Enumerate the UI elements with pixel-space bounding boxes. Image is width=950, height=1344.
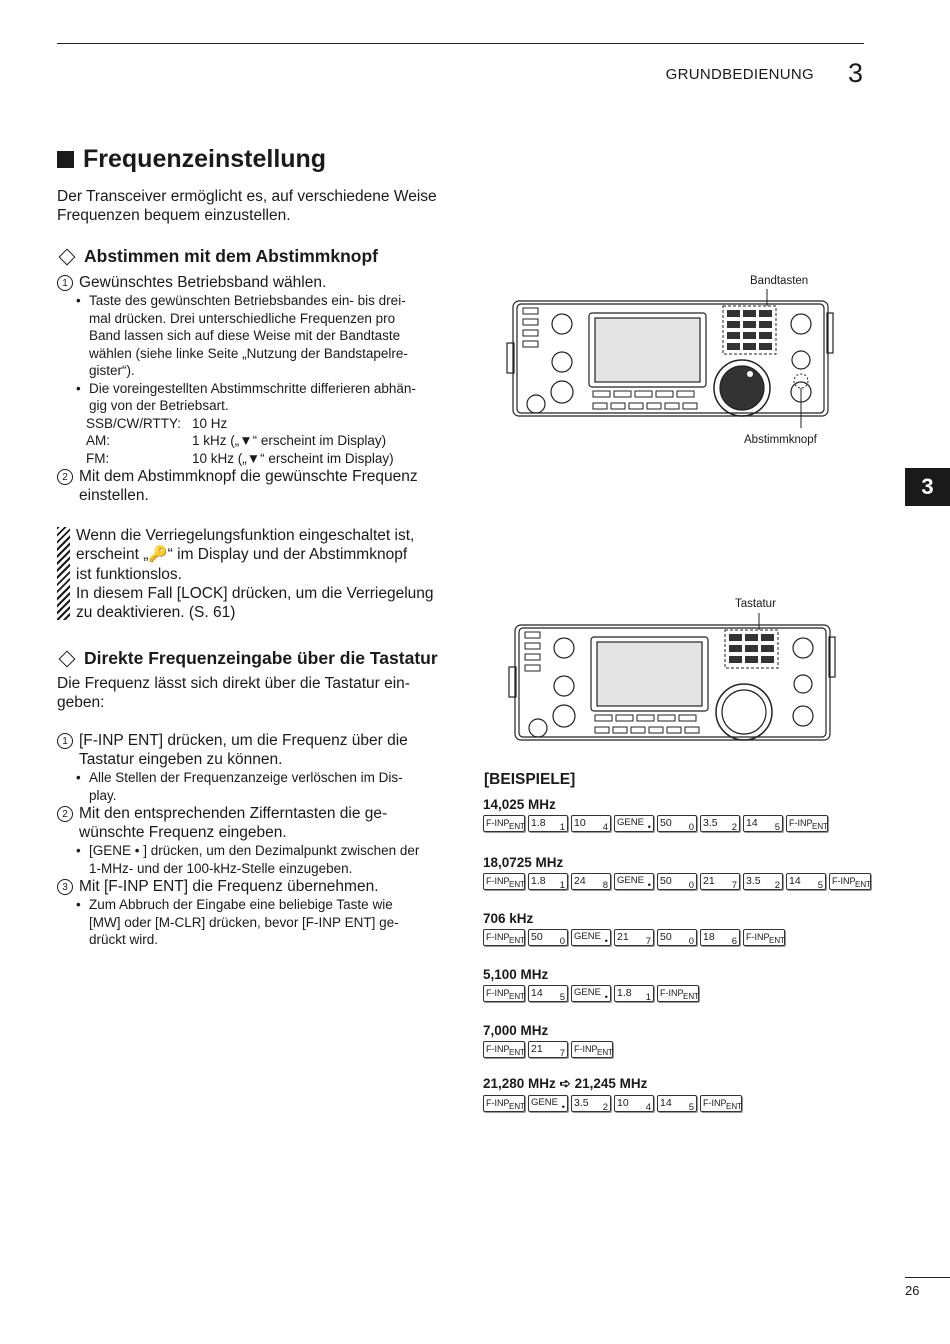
page-number: 26 (905, 1283, 920, 1298)
example-frequency-label: 706 kHz (483, 911, 534, 926)
footer-rule (905, 1277, 950, 1278)
key-gene: GENE• (571, 929, 611, 947)
transceiver-front-panel-figure-2 (508, 613, 836, 741)
section2-body: 1[F-INP ENT] drücken, um die Frequenz üb… (57, 731, 441, 949)
intro-text: Der Transceiver ermöglicht es, auf versc… (57, 188, 437, 224)
note-hatch-marker (57, 527, 70, 620)
callout-bandtasten: Bandtasten (750, 275, 809, 287)
example-frequency-label: 7,000 MHz (483, 1023, 549, 1038)
key-gene: GENE• (614, 873, 654, 891)
header-section-title: GRUNDBEDIENUNG (665, 66, 814, 83)
header-chapter-number: 3 (848, 58, 864, 88)
table-row: SSB/CW/RTTY:10 Hz (86, 415, 228, 431)
section-heading-keypad-entry: Direkte Frequenzeingabe über die Tastatu… (57, 648, 438, 669)
lock-note: Wenn die Verriegelungsfunktion eingescha… (76, 527, 434, 622)
bullet: • Die voreingestellten Abstimmschritte d… (76, 380, 416, 414)
example-frequency-label: 21,280 MHz ➪ 21,245 MHz (483, 1076, 648, 1091)
table-row: FM:10 kHz („▼“ erscheint im Display) (86, 450, 394, 466)
transceiver-front-panel-figure-1 (506, 289, 834, 428)
section-heading-tuning-knob: Abstimmen mit dem Abstimmknopf (57, 246, 378, 267)
key-gene: GENE• (528, 1095, 568, 1113)
examples-title: [BEISPIELE] (484, 771, 576, 788)
header-rule (57, 43, 864, 44)
bullet: •[GENE • ] drücken, um den Dezimalpunkt … (76, 843, 420, 876)
example-frequency-label: 18,0725 MHz (483, 855, 564, 870)
page-title: Frequenzeinstellung (57, 145, 326, 174)
section2-intro: Die Frequenz lässt sich direkt über die … (57, 675, 410, 711)
bullet: •Zum Abbruch der Eingabe eine beliebige … (76, 897, 399, 947)
callout-tastatur: Tastatur (735, 598, 776, 610)
table-row: AM:1 kHz („▼“ erscheint im Display) (86, 433, 387, 448)
key-gene: GENE• (571, 985, 611, 1003)
diamond-icon (58, 650, 76, 667)
tuning-steps-table: SSB/CW/RTTY:10 Hz AM:1 kHz („▼“ erschein… (86, 415, 441, 468)
bullet: • Taste des gewünschten Betriebsbandes e… (76, 293, 408, 378)
callout-abstimmknopf: Abstimmknopf (744, 434, 817, 446)
chapter-side-tab: 3 (905, 468, 950, 506)
example-frequency-label: 14,025 MHz (483, 797, 556, 812)
diamond-icon (58, 248, 76, 265)
key-gene: GENE• (614, 815, 654, 833)
example-frequency-label: 5,100 MHz (483, 967, 549, 982)
bullet: •Alle Stellen der Frequenzanzeige verlös… (76, 770, 403, 803)
step-1: 1[F-INP ENT] drücken, um die Frequenz üb… (57, 731, 441, 769)
square-bullet-icon (57, 151, 74, 168)
